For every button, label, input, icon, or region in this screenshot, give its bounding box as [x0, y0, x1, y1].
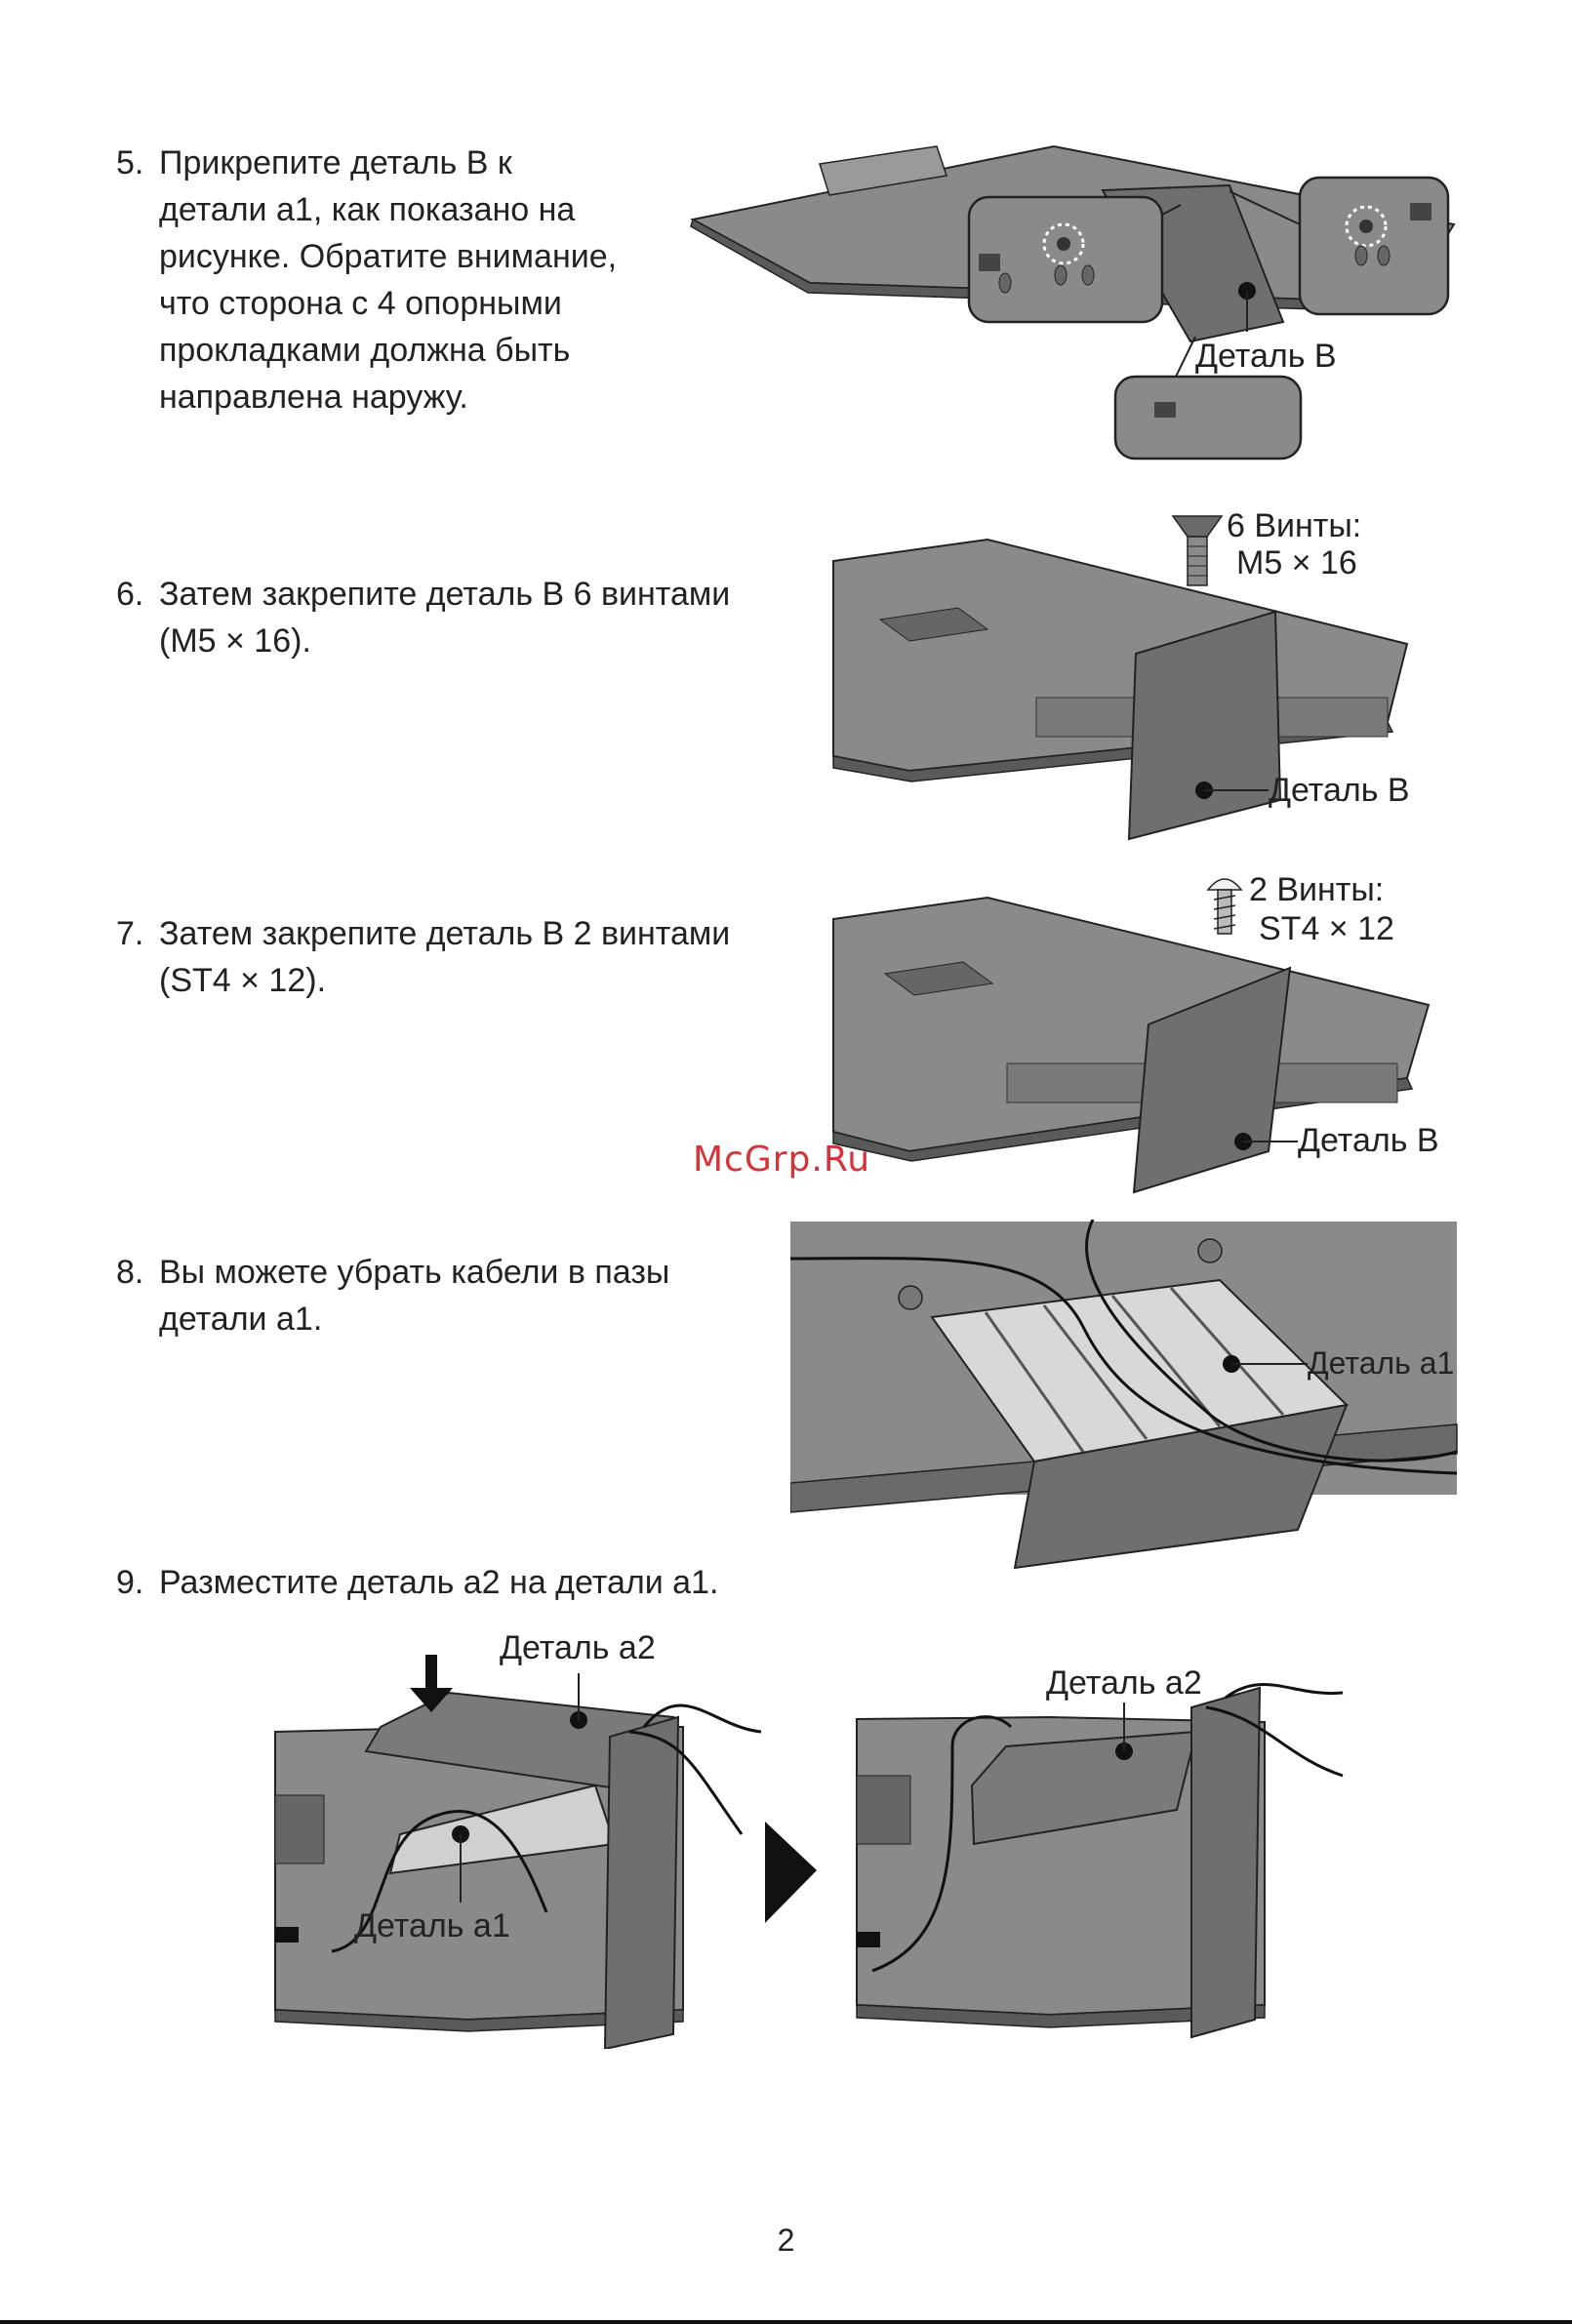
connector-icon [275, 1927, 299, 1943]
step-text: Прикрепите деталь B к детали a1, как пок… [159, 144, 618, 416]
figure-step-5: Деталь B [690, 144, 1456, 461]
vesa-pad [274, 1794, 325, 1864]
screw-hole-icon [898, 1285, 923, 1310]
step-number: 7. [116, 915, 144, 952]
figure-step-8: Деталь a1 [790, 1220, 1458, 1570]
part-b-plate [603, 1715, 680, 2049]
cable [790, 1257, 1458, 1475]
cable [1205, 1705, 1344, 1778]
step-text: Затем закрепите деталь B 6 винтами (M5 ×… [159, 576, 731, 660]
label-part-b: Деталь B [1298, 1122, 1439, 1159]
step-number: 9. [116, 1564, 144, 1601]
label-part-a2: Деталь a2 [500, 1629, 656, 1666]
vesa-pad [883, 961, 994, 996]
connector-icon [857, 1932, 880, 1947]
screw-hole-icon [1197, 1238, 1223, 1263]
step-6: 6. Затем закрепите деталь B 6 винтами (M… [116, 571, 799, 668]
part-b-plate [1132, 966, 1292, 1194]
label-part-a1: Деталь a1 [1308, 1345, 1454, 1381]
monitor-edge [856, 2004, 1266, 2028]
step-5: 5. Прикрепите деталь B к детали a1, как … [116, 140, 682, 432]
screw-count-label: 6 Винты: [1227, 507, 1361, 544]
screw-count-label: 2 Винты: [1249, 871, 1384, 908]
part-b-plate [1127, 610, 1282, 841]
figure-step-9-right: Деталь a2 [856, 1664, 1344, 2039]
cable [871, 1715, 1013, 1973]
next-step-arrow-icon [765, 1822, 817, 1923]
label-part-a1: Деталь a1 [354, 1907, 510, 1944]
vesa-pad [878, 607, 989, 642]
callout-bottom [1113, 336, 1303, 461]
watermark: McGrp.Ru [693, 1140, 871, 1180]
cable [1225, 1682, 1344, 1700]
step-number: 8. [116, 1254, 144, 1291]
label-part-b: Деталь B [1269, 772, 1410, 809]
vesa-pad [856, 1775, 911, 1845]
step-number: 6. [116, 576, 144, 613]
cable [1085, 1220, 1458, 1463]
cable [642, 1703, 762, 1734]
page-number: 2 [777, 2223, 795, 2258]
step-number: 5. [116, 144, 144, 181]
monitor-edge [274, 2009, 684, 2032]
cable [331, 1810, 548, 1953]
label-part-a2: Деталь a2 [1046, 1664, 1202, 1702]
part-b-plate [1013, 1403, 1349, 1570]
screw-m5-icon [1171, 515, 1224, 586]
step-text: Разместите деталь a2 на детали a1. [159, 1564, 719, 1601]
callout-right [1229, 176, 1450, 316]
cable [628, 1730, 744, 1835]
screw-st4-icon [1206, 878, 1243, 935]
monitor-top-block [819, 145, 947, 196]
step-8: 8. Вы можете убрать кабели в пазы детали… [116, 1249, 741, 1346]
label-part-b: Деталь B [1195, 338, 1337, 375]
step-text: Вы можете убрать кабели в пазы детали a1… [159, 1254, 670, 1338]
part-a2-cover [970, 1730, 1198, 1846]
callout-left [967, 195, 1182, 324]
part-b-plate [1190, 1686, 1262, 2039]
bottom-rule [0, 2320, 1572, 2324]
step-text: Затем закрепите деталь B 2 винтами (ST4 … [159, 915, 731, 999]
screw-size-label: M5 × 16 [1236, 544, 1357, 581]
step-7: 7. Затем закрепите деталь B 2 винтами (S… [116, 910, 799, 1008]
figure-step-7: 2 Винты: ST4 × 12 Деталь B [832, 871, 1439, 1194]
figure-step-9-left: Деталь a2 Деталь a1 [274, 1629, 762, 2049]
step-9: 9. Разместите деталь a2 на детали a1. [116, 1559, 799, 1608]
down-arrow-icon [410, 1655, 453, 1712]
figure-step-6: 6 Винты: M5 × 16 Деталь B [832, 507, 1410, 841]
screw-size-label: ST4 × 12 [1259, 910, 1394, 947]
